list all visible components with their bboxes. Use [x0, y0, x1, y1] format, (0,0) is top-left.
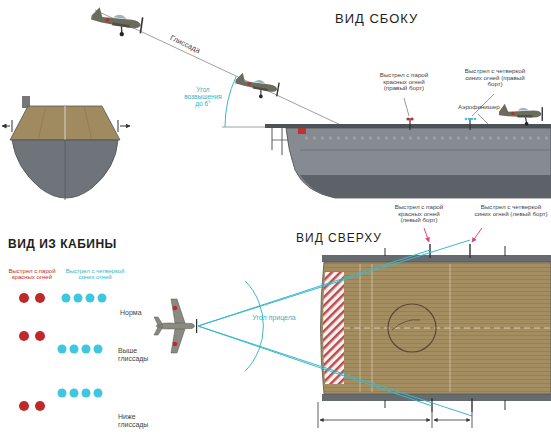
blue-light	[471, 118, 474, 121]
blue-light	[70, 389, 79, 398]
angle-label: Угол прицела	[252, 314, 296, 322]
hull-line	[300, 150, 551, 151]
plane-wing	[171, 299, 185, 323]
plane-roundel	[173, 342, 178, 347]
stern-marking	[323, 272, 344, 384]
deck-marking	[392, 320, 420, 330]
dimension-tick	[432, 412, 433, 428]
pointer-arrow	[472, 228, 482, 242]
hull-side	[286, 128, 551, 198]
blue-light	[465, 118, 468, 121]
blue-light	[58, 345, 67, 354]
red-light	[35, 293, 45, 303]
deck-support	[282, 128, 283, 155]
plane-wing	[171, 329, 185, 353]
blue-light	[468, 118, 471, 121]
approaching-plane	[233, 72, 280, 101]
light-boom	[409, 118, 410, 130]
flight-deck-top	[321, 262, 551, 394]
deck-mast	[505, 246, 506, 256]
state-label: Норма	[120, 309, 142, 317]
light-callout: Выстрел с четверкой синих огней (правый …	[458, 68, 532, 88]
leader-line	[404, 98, 409, 116]
blue-light	[474, 118, 477, 121]
dimension-line	[434, 420, 470, 421]
plane-top-view	[154, 299, 197, 353]
view-heading: ВИД СВЕРХУ	[296, 232, 382, 245]
plane-propeller	[196, 319, 197, 333]
sight-angle-arc	[245, 281, 263, 371]
deck-support	[272, 128, 273, 150]
light-boom	[469, 244, 470, 258]
keel-line	[65, 140, 66, 200]
blue-light	[82, 389, 91, 398]
flight-deck	[265, 124, 551, 128]
state-label: Ниже глиссады	[118, 413, 160, 428]
deck-plank-line	[38, 106, 46, 140]
arrester-wire	[372, 264, 373, 392]
deck-mast	[505, 400, 506, 410]
angle-arc	[225, 76, 236, 127]
landed-plane	[499, 104, 543, 126]
dimension-tick	[318, 402, 319, 428]
approaching-plane	[89, 6, 144, 39]
lower-hull	[300, 175, 551, 198]
blue-light	[58, 389, 67, 398]
dimension-line	[320, 420, 430, 421]
outrigger-arrow	[2, 126, 10, 127]
blue-light	[82, 345, 91, 354]
plane-roundel	[173, 306, 178, 311]
deck-centerline	[65, 106, 66, 140]
blue-light	[94, 389, 103, 398]
light-boom	[471, 398, 472, 412]
flag-mark	[298, 128, 306, 134]
glide-path-label: Глиссада	[169, 34, 202, 55]
leader-line	[478, 114, 488, 124]
blue-light	[94, 345, 103, 354]
pointer-arrow	[424, 228, 429, 242]
deck-front	[10, 106, 120, 140]
deck-mast	[385, 248, 386, 256]
light-boom	[431, 398, 432, 412]
red-light	[19, 401, 29, 411]
deck-mast	[385, 400, 386, 408]
arrester-label: Аэрофинишер	[458, 104, 500, 111]
blue-light	[86, 294, 95, 303]
red-light	[35, 331, 45, 341]
elevator	[388, 304, 436, 352]
light-callout: Выстрел с парой красных огней (правый бо…	[372, 72, 436, 92]
light-boom	[429, 244, 430, 258]
red-light	[406, 117, 409, 120]
light-callout: Выстрел с парой красных огней (левый бор…	[388, 204, 450, 224]
light-callout: Выстрел с четверкой синих огней (левый б…	[474, 204, 548, 217]
hull-edge	[322, 394, 551, 401]
angle-label: Угол возвышения до 6°	[180, 86, 226, 107]
blue-light	[74, 294, 83, 303]
deck-plank-line	[84, 106, 92, 140]
outrigger-tick	[118, 120, 119, 132]
sight-line	[198, 240, 470, 326]
outrigger-tick	[12, 120, 13, 132]
red-light	[19, 293, 29, 303]
red-light	[19, 331, 29, 341]
plane-tail	[154, 317, 163, 335]
red-light	[410, 117, 413, 120]
view-heading: ВИД ИЗ КАБИНЫ	[8, 238, 117, 251]
blue-light	[70, 345, 79, 354]
legend-header: Выстрел с парой красных огней	[4, 268, 60, 281]
hull-edge	[322, 255, 551, 262]
outrigger-arrow	[120, 126, 130, 127]
hull-portholes	[305, 137, 551, 140]
dimension-tick	[472, 412, 473, 428]
horizon-line	[222, 127, 270, 128]
sight-line	[198, 326, 472, 416]
legend-header: Выстрел с четверкой синих огней	[60, 268, 130, 281]
deck-centerline	[344, 328, 551, 329]
blue-light	[98, 294, 107, 303]
state-label: Выше глиссады	[118, 347, 160, 362]
red-light	[35, 401, 45, 411]
blue-light	[62, 294, 71, 303]
view-heading: ВИД СБОКУ	[335, 12, 418, 26]
